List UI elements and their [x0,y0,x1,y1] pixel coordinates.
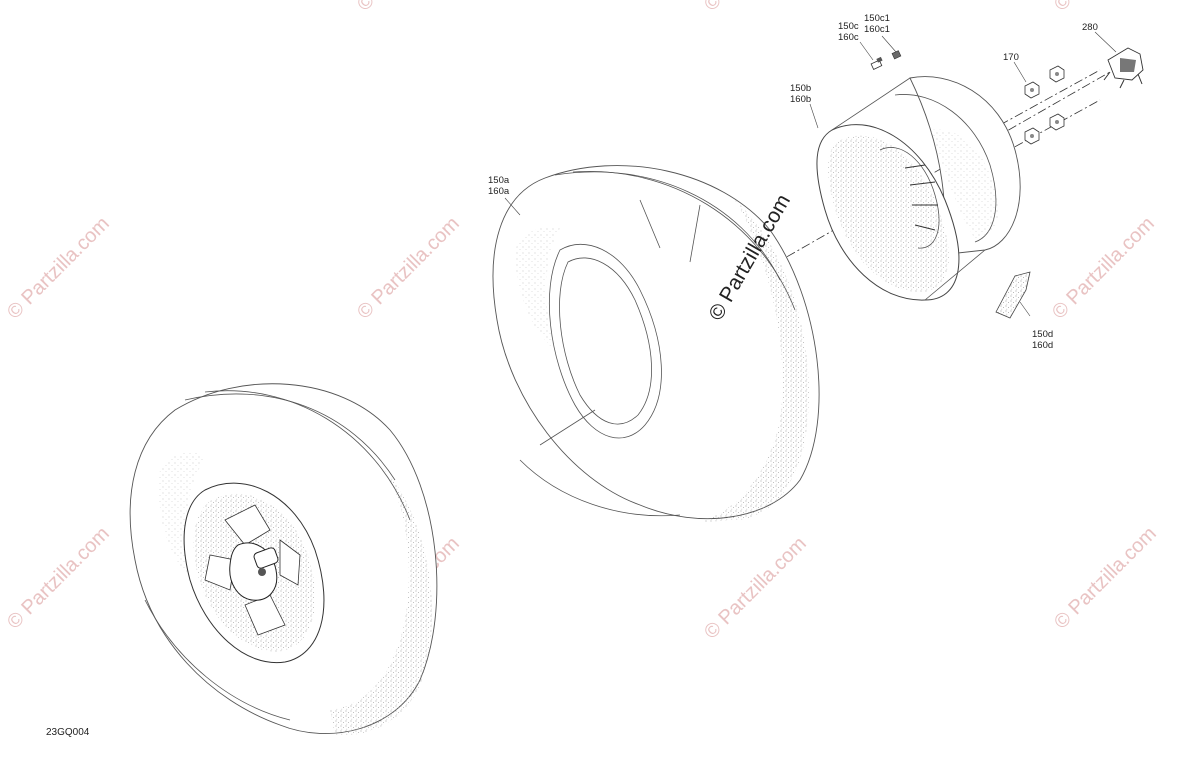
watermark: © Partzilla.com [700,533,811,644]
valve-cap-150c1 [891,50,902,60]
lug-nut [1024,127,1040,145]
watermark: © Partzilla.com [3,213,114,324]
hub-cap-280 [1103,47,1144,89]
callout-170: 170 [1003,52,1019,63]
lug-nut [1049,65,1065,83]
callout-label: 150c1 [864,13,890,24]
watermark: © Partzilla.com [3,523,114,634]
lug-nut [1049,113,1065,131]
wheel-rim-face [183,482,325,664]
valve-stem-150c [870,56,883,70]
callout-label: 150c [838,21,859,32]
tire-150a [492,165,820,522]
callout-label: 150a [488,175,510,186]
callout-150b: 150b 160b [790,83,811,105]
callout-150c1: 150c1 160c1 [864,13,890,35]
assembly-axis [609,69,1111,359]
callout-label: 170 [1003,52,1019,63]
watermark: © Partzilla.com [353,0,464,16]
callout-150c: 150c 160c [838,21,859,43]
watermark: © Partzilla.com [700,0,811,16]
callout-150a: 150a 160a [488,175,510,197]
callout-label: 150b [790,83,811,94]
callout-label: 150d [1032,329,1053,340]
watermark: © Partzilla.com [1050,523,1161,634]
callout-150d: 150d 160d [1032,329,1053,351]
weight-150d [995,271,1031,319]
rim-150b [816,76,1021,301]
callout-label: 280 [1082,22,1098,33]
callout-label: 160b [790,94,811,105]
callout-label: 160a [488,186,510,197]
leader-lines [504,31,1117,317]
lug-nuts-170 [1024,65,1065,145]
callout-label: 160d [1032,340,1053,351]
watermark: © Partzilla.com [1048,213,1159,324]
diagram-id: 23GQ004 [46,727,90,738]
callout-280: 280 [1082,22,1098,33]
lug-nut [1024,81,1040,99]
assembled-wheel [129,383,438,736]
callout-label: 160c [838,32,859,43]
watermark: © Partzilla.com [353,213,464,324]
callout-label: 160c1 [864,24,890,35]
watermark: © Partzilla.com [1050,0,1161,16]
